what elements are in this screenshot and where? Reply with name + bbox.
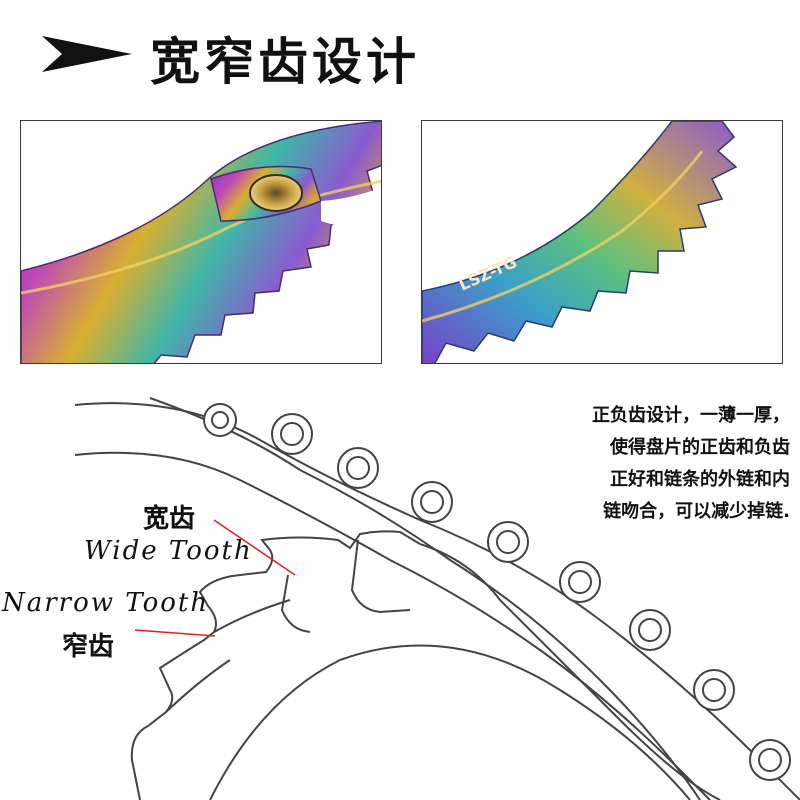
narrow-tooth-label-en: Narrow Tooth xyxy=(2,588,210,618)
narrow-tooth-pointer xyxy=(134,629,216,637)
wide-tooth-label-en: Wide Tooth xyxy=(84,536,253,566)
description-line: 正好和链条的外链和内 xyxy=(610,469,790,490)
chainring-photo-left xyxy=(20,120,382,364)
description-text: 正负齿设计，一薄一厚， 使得盘片的正齿和负齿 正好和链条的外链和内 链吻合，可以… xyxy=(520,400,790,528)
wide-tooth-pointer xyxy=(213,519,296,576)
description-line: 正负齿设计，一薄一厚， xyxy=(592,405,790,426)
wide-tooth-label-cn: 宽齿 xyxy=(143,504,196,534)
page-title: 宽窄齿设计 xyxy=(150,33,420,91)
description-line: 链吻合，可以减少掉链. xyxy=(603,501,790,522)
chainring-photo-right: LSZ-TG xyxy=(421,120,783,364)
narrow-tooth-label-cn: 窄齿 xyxy=(62,632,115,662)
arrow-head-icon xyxy=(42,36,132,72)
chain-diagram xyxy=(74,397,800,800)
header: 宽窄齿设计 xyxy=(0,0,800,110)
description-line: 使得盘片的正齿和负齿 xyxy=(610,437,790,458)
